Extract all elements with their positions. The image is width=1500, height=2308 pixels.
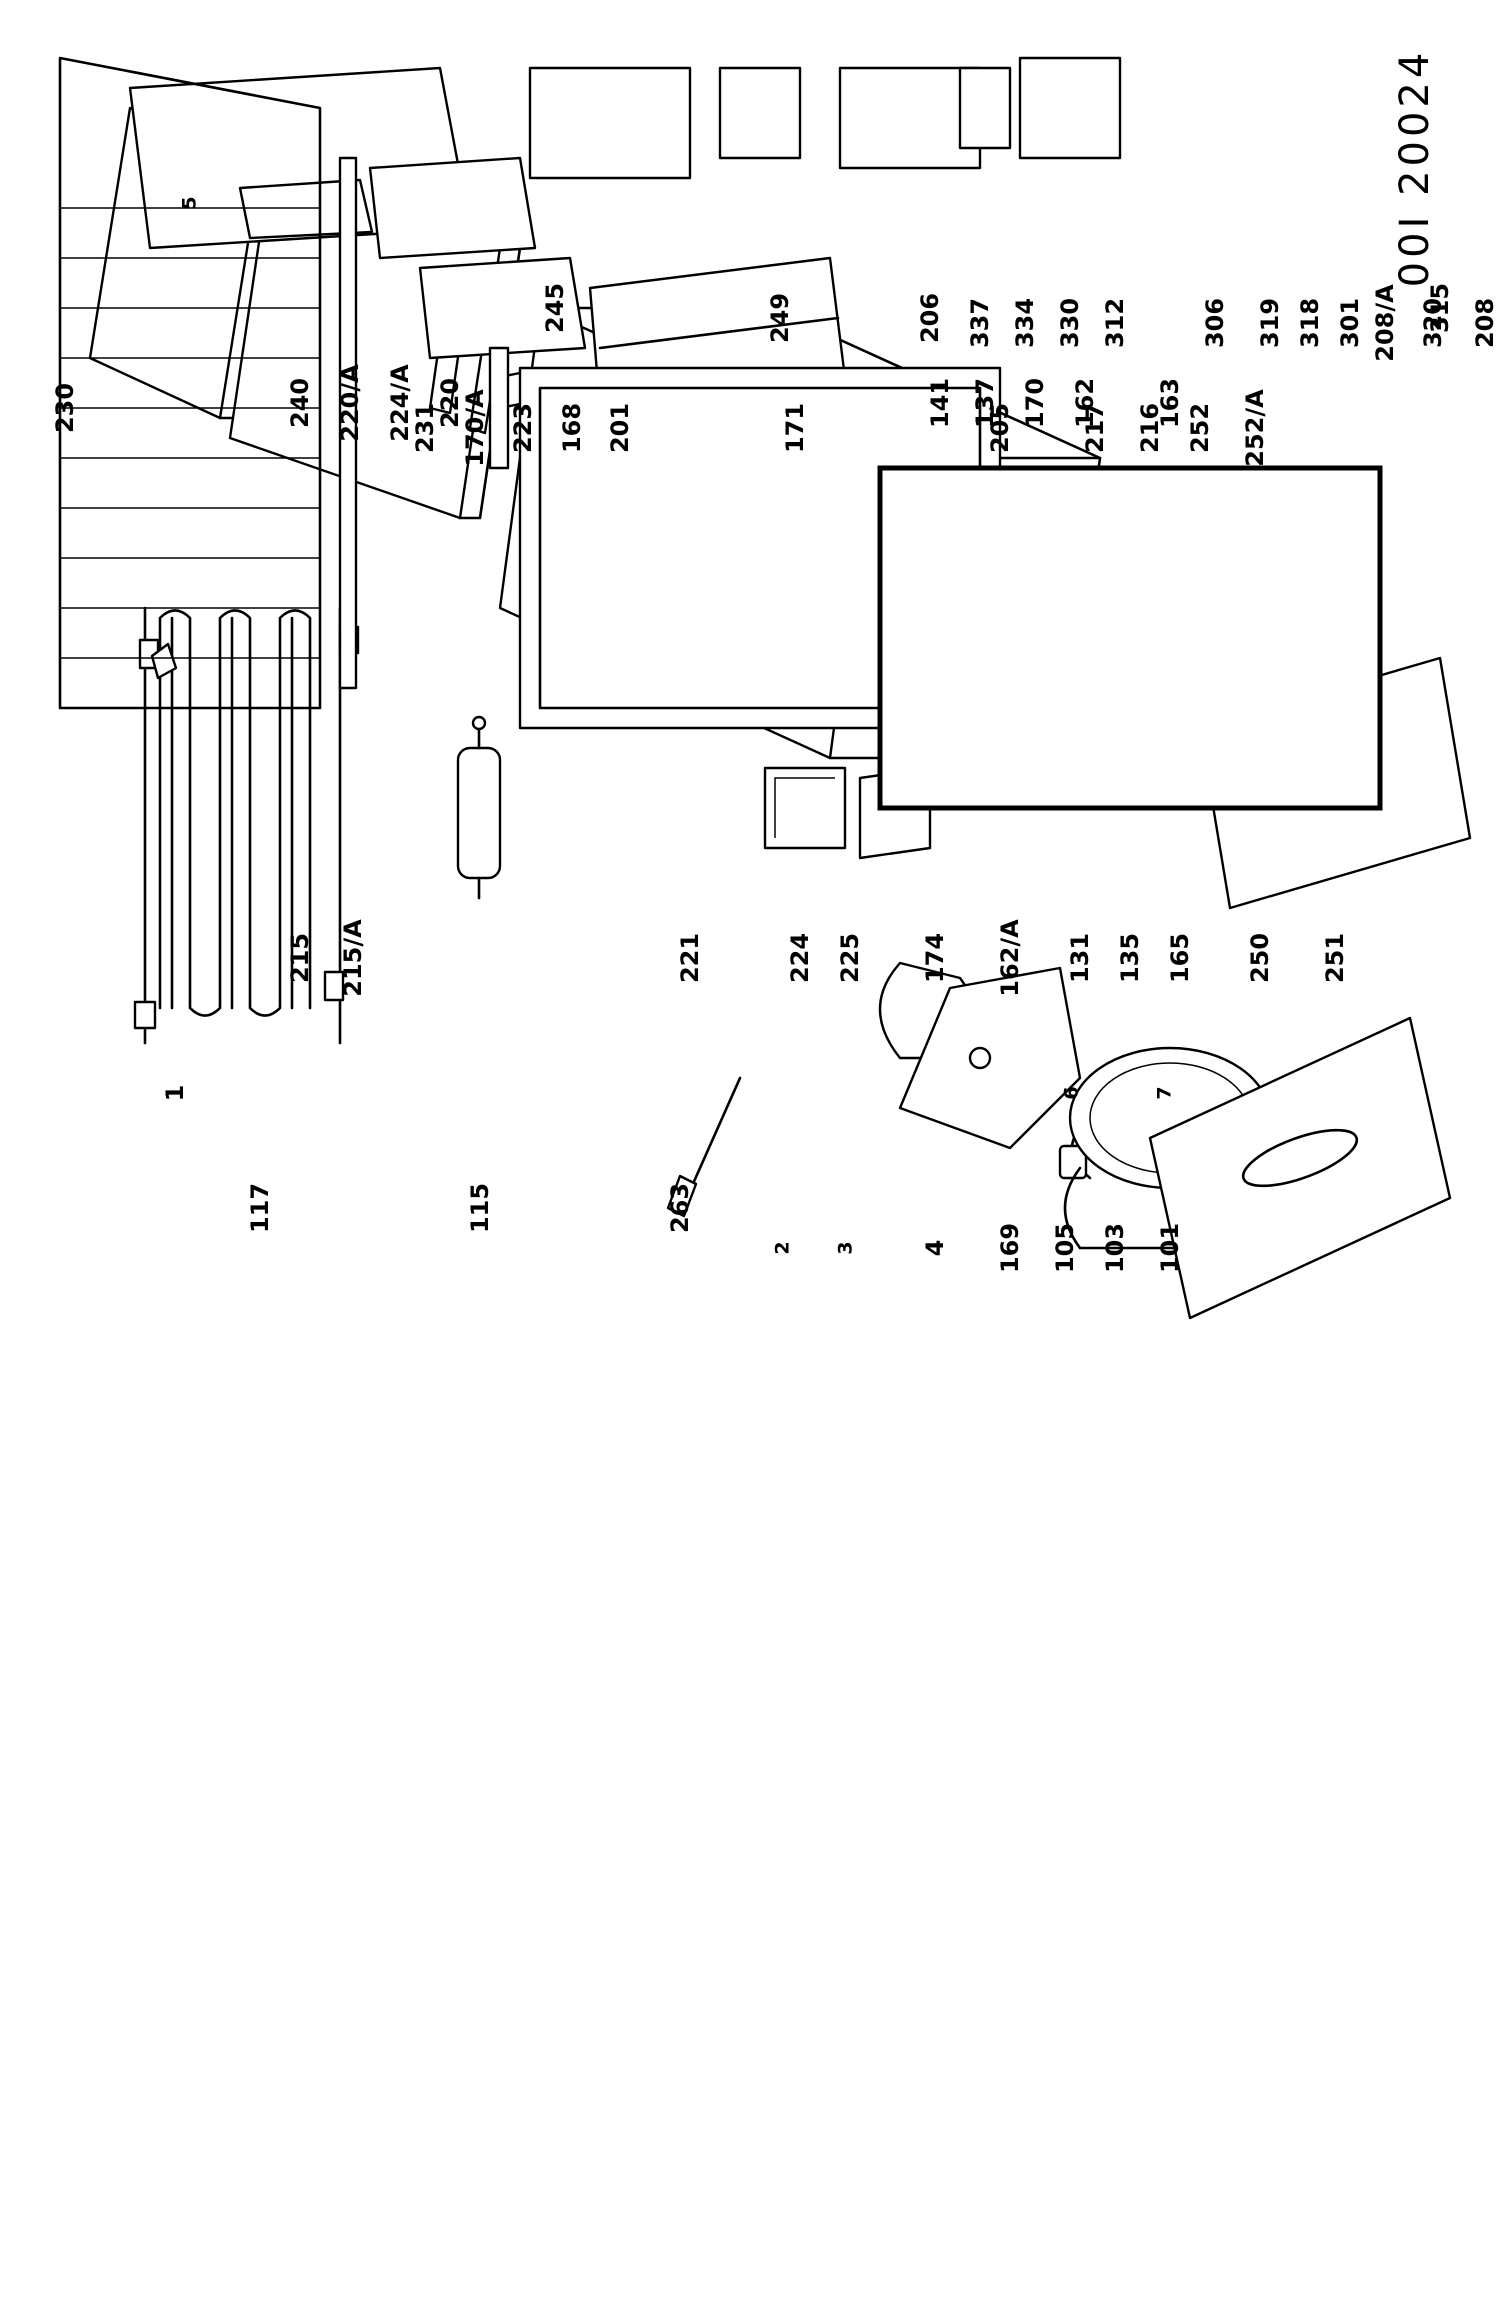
part-115-filter-drier [456,715,502,900]
callout-224: 224 [786,932,814,984]
callout-263: 263 [666,1182,694,1234]
callout-208a: 208/A [1371,284,1399,362]
callout-115: 115 [466,1182,494,1234]
callout-1: 1 [161,1084,189,1102]
callout-224a: 224/A [386,364,414,442]
callout-162a: 162/A [996,919,1024,997]
callout-2: 2 [771,1241,794,1255]
callout-319: 319 [1256,297,1284,349]
callout-220a: 220/A [336,364,364,442]
part-220a-evaporator-frame [368,156,537,260]
callout-249: 249 [766,292,794,344]
part-337-label-strip [488,346,510,470]
part-1-small-block [150,642,178,680]
callout-169: 169 [996,1222,1024,1274]
callout-7: 7 [1153,1086,1176,1100]
callout-163: 163 [1156,377,1184,429]
part-169-compressor-housing [898,966,1082,1150]
callout-318: 318 [1296,297,1324,349]
callout-221: 221 [676,932,704,984]
callout-223: 223 [509,402,537,454]
callout-315: 315 [1426,282,1454,334]
callout-215: 215 [286,932,314,984]
callout-105: 105 [1051,1222,1079,1274]
callout-230: 230 [51,382,79,434]
part-220-freezer-door-inner [418,256,587,360]
callout-215a: 215/A [339,919,367,997]
callout-141: 141 [926,377,954,429]
callout-250: 250 [1246,932,1274,984]
part-301-gasket [877,465,1383,811]
callout-170a: 170/A [461,389,489,467]
part-315-door-bin [1018,56,1122,160]
callout-301: 301 [1336,297,1364,349]
callout-201: 201 [606,402,634,454]
callout-252a: 252/A [1241,389,1269,467]
callout-162: 162 [1071,377,1099,429]
callout-101: 101 [1156,1222,1184,1274]
part-249-strip [338,156,358,690]
callout-220: 220 [436,377,464,429]
callout-251: 251 [1321,932,1349,984]
part-245-wire-shelf [58,56,322,710]
callout-131: 131 [1066,932,1094,984]
callout-170: 170 [1021,377,1049,429]
callout-245: 245 [541,282,569,334]
part-263-capillary-sensor [666,1076,742,1218]
callout-5: 5 [178,196,201,210]
callout-334: 334 [1011,297,1039,349]
part-319-egg-tray [718,66,802,160]
part-318-bottle-rack [958,66,1012,150]
callout-171: 171 [781,402,809,454]
callout-240: 240 [286,377,314,429]
part-306-door-bin [528,66,692,180]
callout-117: 117 [246,1182,274,1234]
callout-225: 225 [836,932,864,984]
callout-135: 135 [1116,932,1144,984]
callout-312: 312 [1101,297,1129,349]
callout-137: 137 [971,377,999,429]
callout-330: 330 [1056,297,1084,349]
callout-337: 337 [966,297,994,349]
callout-174: 174 [921,932,949,984]
callout-206: 206 [916,292,944,344]
callout-168: 168 [558,402,586,454]
callout-3: 3 [834,1241,857,1255]
callout-231: 231 [411,402,439,454]
document-number: 00I 20024 [1392,48,1438,288]
callout-252: 252 [1186,402,1214,454]
part-2-bracket [763,766,847,850]
callout-208: 208 [1471,297,1499,349]
callout-165: 165 [1166,932,1194,984]
part-baseplate [1148,1016,1452,1320]
callout-306: 306 [1201,297,1229,349]
callout-103: 103 [1101,1222,1129,1274]
callout-6: 6 [1060,1086,1083,1100]
callout-4: 4 [921,1239,949,1257]
